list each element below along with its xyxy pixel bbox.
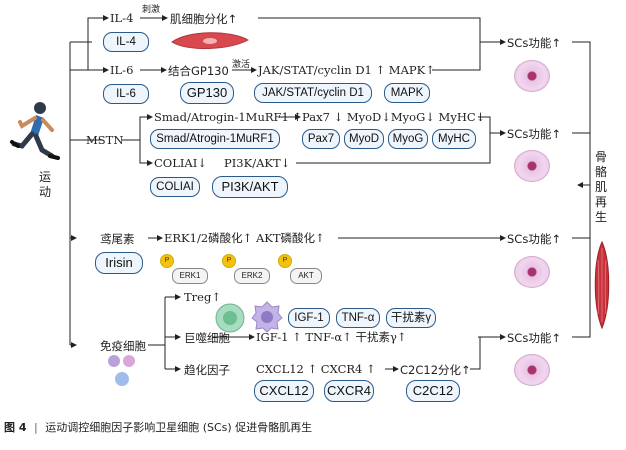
pill-c2c12: C2C12 — [406, 380, 460, 402]
chemokine-text: 趋化因子 — [184, 363, 230, 377]
scs-function-label: SCs功能↑ — [507, 36, 561, 50]
muscle-icon — [594, 240, 610, 330]
satellite-cell-icon — [514, 60, 550, 92]
pill-myog: MyoG — [388, 129, 428, 149]
kinase-erk2: ERK2 — [234, 268, 270, 284]
macrophage-cell-icon — [251, 301, 283, 333]
pill-coliai: COLIAI — [150, 177, 200, 197]
scs-function-label: SCs功能↑ — [507, 331, 561, 345]
scs-function-label: SCs功能↑ — [507, 127, 561, 141]
treg-cell-icon — [215, 303, 245, 333]
regen-label: 骨骼肌再生 — [594, 150, 607, 224]
jak-path-text: JAK/STAT/cyclin D1 ↑ MAPK↑ — [258, 63, 435, 77]
caption-text: 运动调控细胞因子影响卫星细胞 (SCs) 促进骨骼肌再生 — [45, 421, 313, 434]
pax-path-text: Pax7 ↓ MyoD↓MyoG↓ MyHC↓ — [302, 110, 486, 124]
mstn-text: MSTN — [86, 133, 124, 147]
kinase-erk1: ERK1 — [172, 268, 208, 284]
phospho-icon: P — [160, 254, 174, 268]
pill-irisin: Irisin — [95, 252, 143, 274]
il4-text: IL-4 — [110, 11, 134, 25]
pill-mapk: MAPK — [384, 83, 430, 103]
phospho-icon: P — [278, 254, 292, 268]
phospho-icon: P — [222, 254, 236, 268]
pill-ifn: 干扰素γ — [386, 308, 436, 328]
pi3k-text: PI3K/AKT↓ — [224, 156, 291, 170]
pill-il4: IL-4 — [103, 32, 149, 52]
irisin-cn-text: 鸢尾素 — [100, 232, 135, 246]
satellite-cell-icon — [514, 150, 550, 182]
smad-path-text: Smad/Atrogin-1MuRF1 ↑ — [154, 110, 303, 124]
pill-cxcl12: CXCL12 — [254, 380, 314, 402]
pill-il6: IL-6 — [103, 84, 149, 104]
figure-number: 图 4 — [4, 421, 27, 434]
caption-separator: | — [33, 421, 38, 434]
exercise-label: 运动 — [38, 170, 51, 199]
pill-tnfa: TNF-α — [336, 308, 380, 328]
treg-text: Treg↑ — [184, 290, 221, 304]
stimulate-text: 刺激 — [142, 5, 161, 15]
cxcl-path-text: CXCL12 ↑ CXCR4 ↑ — [256, 362, 376, 376]
pill-pi3k: PI3K/AKT — [212, 176, 288, 198]
colia-text: COLIAI↓ — [154, 156, 207, 170]
satellite-cell-icon — [514, 354, 550, 386]
c2c12-diff-text: C2C12分化↑ — [400, 363, 471, 377]
pill-jak: JAK/STAT/cyclin D1 — [254, 83, 372, 103]
pill-igf1: IGF-1 — [288, 308, 330, 328]
immune-text: 免疫细胞 — [100, 339, 146, 353]
erk-path-text: ERK1/2磷酸化↑ AKT磷酸化↑ — [164, 231, 325, 245]
muscle-cell-icon — [171, 32, 250, 49]
pill-cxcr4: CXCR4 — [324, 380, 374, 402]
pill-pax7: Pax7 — [302, 129, 340, 149]
runner-icon — [10, 102, 60, 160]
figure-caption: 图 4 | 运动调控细胞因子影响卫星细胞 (SCs) 促进骨骼肌再生 — [4, 419, 312, 435]
bind-gp130-text: 结合GP130 — [168, 64, 229, 78]
pill-myod: MyoD — [344, 129, 384, 149]
satellite-cell-icon — [514, 256, 550, 288]
igf-path-text: IGF-1 ↑ TNF-α↑ 干扰素γ↑ — [256, 330, 407, 344]
pill-smad: Smad/Atrogin-1MuRF1 — [150, 129, 280, 149]
macrophage-text: 巨噬细胞 — [184, 331, 230, 345]
il6-text: IL-6 — [110, 63, 134, 77]
scs-function-label: SCs功能↑ — [507, 232, 561, 246]
myocyte-diff-text: 肌细胞分化↑ — [170, 12, 238, 26]
kinase-akt: AKT — [290, 268, 322, 284]
activate-text: 激活 — [232, 60, 251, 70]
pill-myhc: MyHC — [432, 129, 476, 149]
immune-cells-icon — [108, 355, 135, 386]
pill-gp130: GP130 — [180, 82, 234, 104]
